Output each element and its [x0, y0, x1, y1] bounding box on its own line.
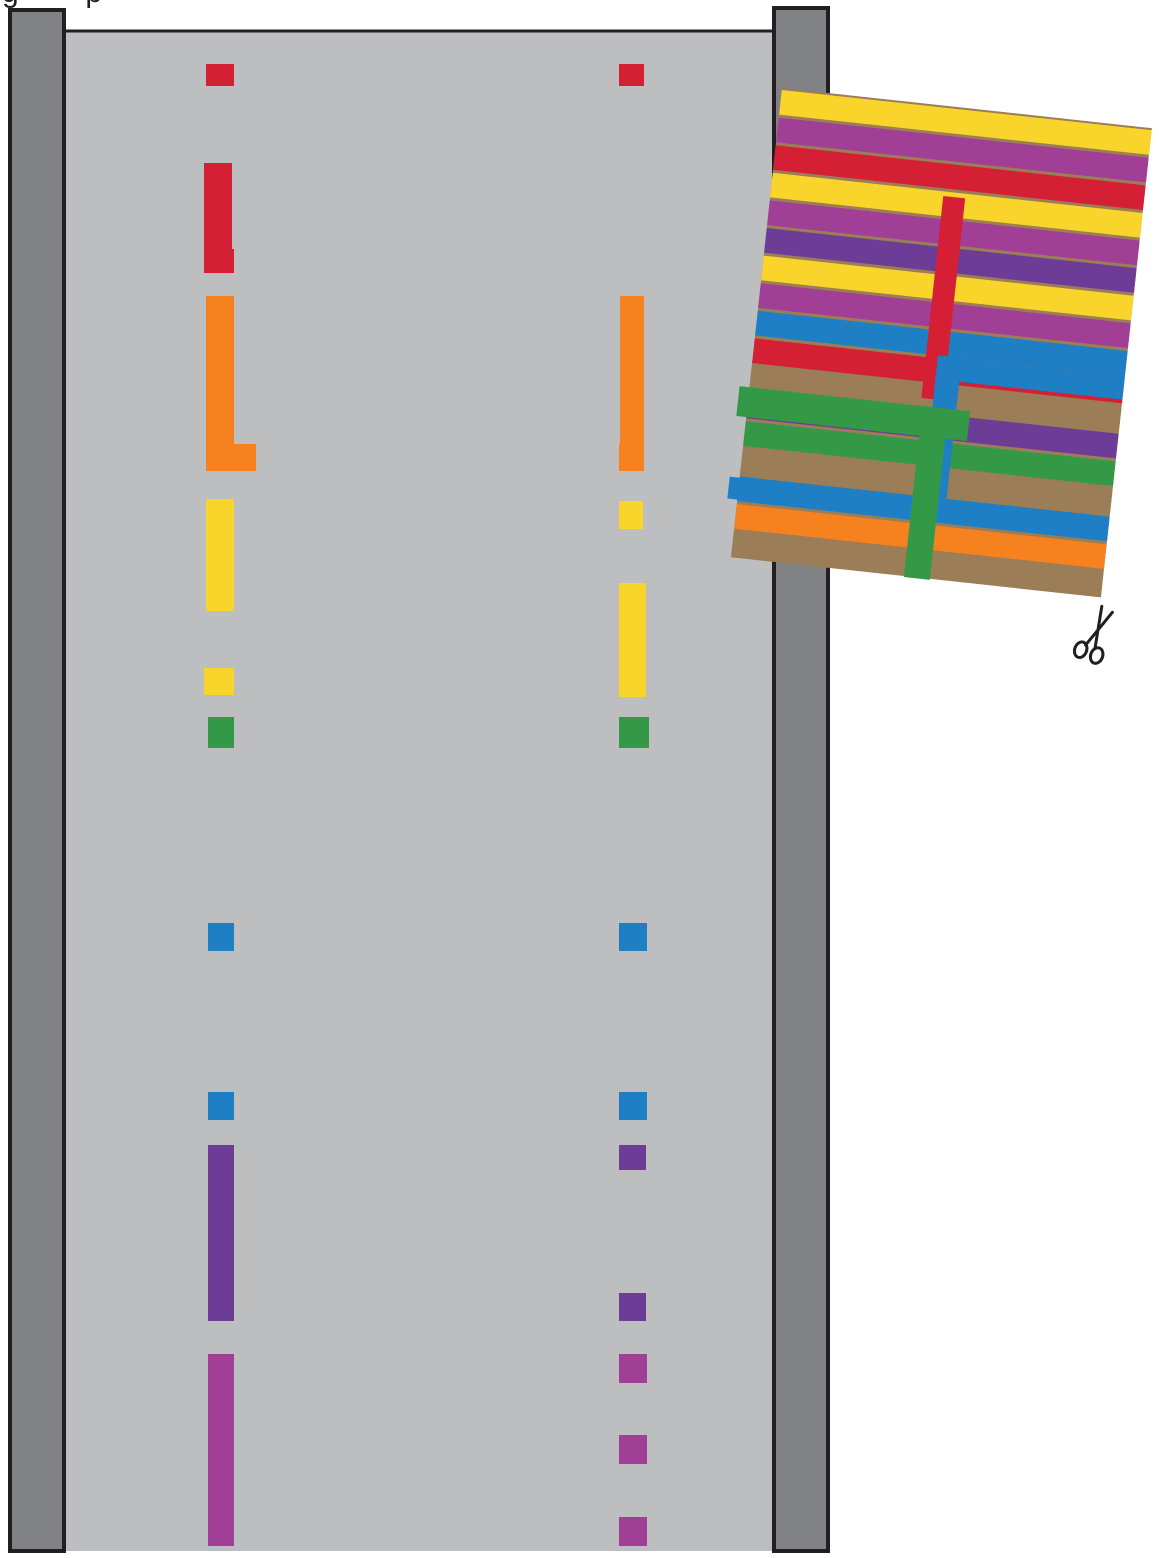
warp-field — [64, 30, 774, 1551]
left-marker-green-1 — [208, 717, 234, 748]
right-marker-blue-2 — [619, 1092, 647, 1120]
right-marker-red-1 — [619, 64, 644, 86]
left-marker-yellow-1 — [206, 499, 234, 611]
left-marker-indigo-1 — [208, 1145, 234, 1321]
left-roller — [10, 10, 64, 1551]
left-marker-yellow-2 — [204, 668, 234, 695]
left-marker-magenta-1 — [208, 1354, 234, 1546]
cropped-top-caption: g p — [2, 0, 102, 8]
right-marker-indigo-2 — [619, 1293, 646, 1321]
left-marker-blue-1 — [208, 923, 234, 951]
right-marker-magenta-1 — [619, 1354, 647, 1383]
right-marker-orange-1 — [620, 296, 644, 444]
right-marker-blue-1 — [619, 923, 647, 951]
right-marker-magenta-2 — [619, 1435, 647, 1464]
right-marker-green-1 — [619, 717, 649, 748]
right-marker-yellow-1 — [619, 501, 643, 529]
right-marker-yellow-2 — [619, 583, 646, 697]
left-marker-blue-2 — [208, 1092, 234, 1120]
right-marker-magenta-3 — [619, 1517, 647, 1546]
scissors-icon — [1072, 603, 1118, 666]
left-marker-red-1 — [206, 64, 234, 86]
left-marker-red-2 — [204, 163, 234, 273]
woven-sample — [721, 87, 1152, 598]
right-marker-orange-2 — [619, 444, 644, 471]
right-marker-indigo-1 — [619, 1145, 646, 1170]
loom-frame — [10, 8, 828, 1551]
